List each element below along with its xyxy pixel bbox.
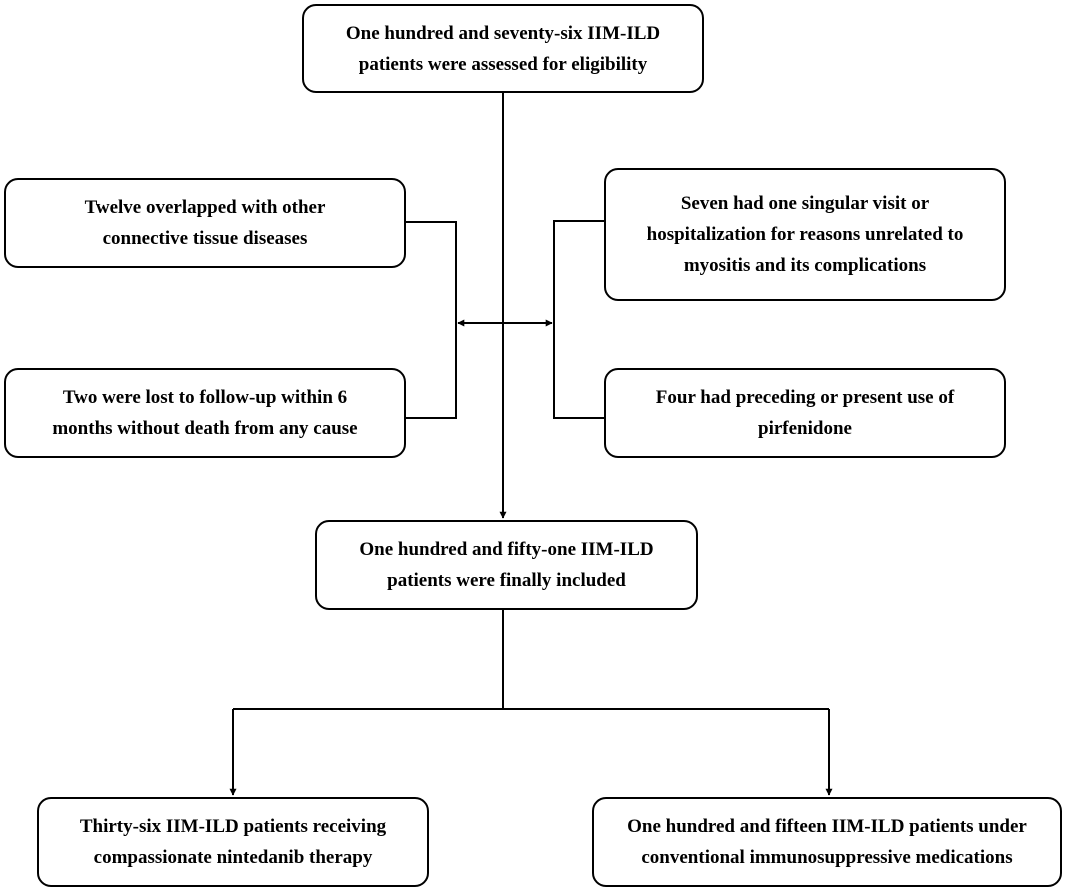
exclusion-ctd-line-2: connective tissue diseases [102, 228, 308, 249]
exclusion-ctd-overlap-box: Twelve overlapped with other connective … [4, 178, 406, 268]
exclusion-visit-line-2: hospitalization for reasons unrelated to [646, 224, 964, 245]
included-patients-box: One hundred and fifty-one IIM-ILD patien… [315, 520, 698, 610]
assessed-patients-box: One hundred and seventy-six IIM-ILD pati… [302, 4, 704, 93]
nintedanib-group-box: Thirty-six IIM-ILD patients receiving co… [37, 797, 429, 887]
exclusion-pirfenidone-box: Four had preceding or present use of pir… [604, 368, 1006, 458]
exclusion-lost-followup-box: Two were lost to follow-up within 6 mont… [4, 368, 406, 458]
conventional-group-box: One hundred and fifteen IIM-ILD patients… [592, 797, 1062, 887]
exclusion-visit-line-1: Seven had one singular visit or [680, 193, 930, 214]
assessed-line-2: patients were assessed for eligibility [358, 53, 648, 75]
assessed-line-1: One hundred and seventy-six IIM-ILD [345, 22, 661, 44]
right-exclusion-bracket [553, 220, 604, 419]
nintedanib-line-1: Thirty-six IIM-ILD patients receiving [79, 816, 387, 837]
included-line-2: patients were finally included [387, 570, 626, 591]
included-line-1: One hundred and fifty-one IIM-ILD [359, 539, 654, 560]
exclusion-singular-visit-box: Seven had one singular visit or hospital… [604, 168, 1006, 301]
left-exclusion-bracket [406, 221, 457, 419]
exclusion-pirfenidone-line-1: Four had preceding or present use of [655, 387, 955, 408]
exclusion-ctd-line-1: Twelve overlapped with other [84, 197, 326, 218]
conventional-line-1: One hundred and fifteen IIM-ILD patients… [627, 816, 1027, 837]
nintedanib-line-2: compassionate nintedanib therapy [93, 847, 373, 868]
exclusion-visit-line-3: myositis and its complications [683, 255, 927, 276]
exclusion-pirfenidone-line-2: pirfenidone [758, 418, 852, 439]
exclusion-lost-line-2: months without death from any cause [52, 418, 358, 439]
conventional-line-2: conventional immunosuppressive medicatio… [641, 847, 1013, 868]
exclusion-lost-line-1: Two were lost to follow-up within 6 [62, 387, 348, 408]
